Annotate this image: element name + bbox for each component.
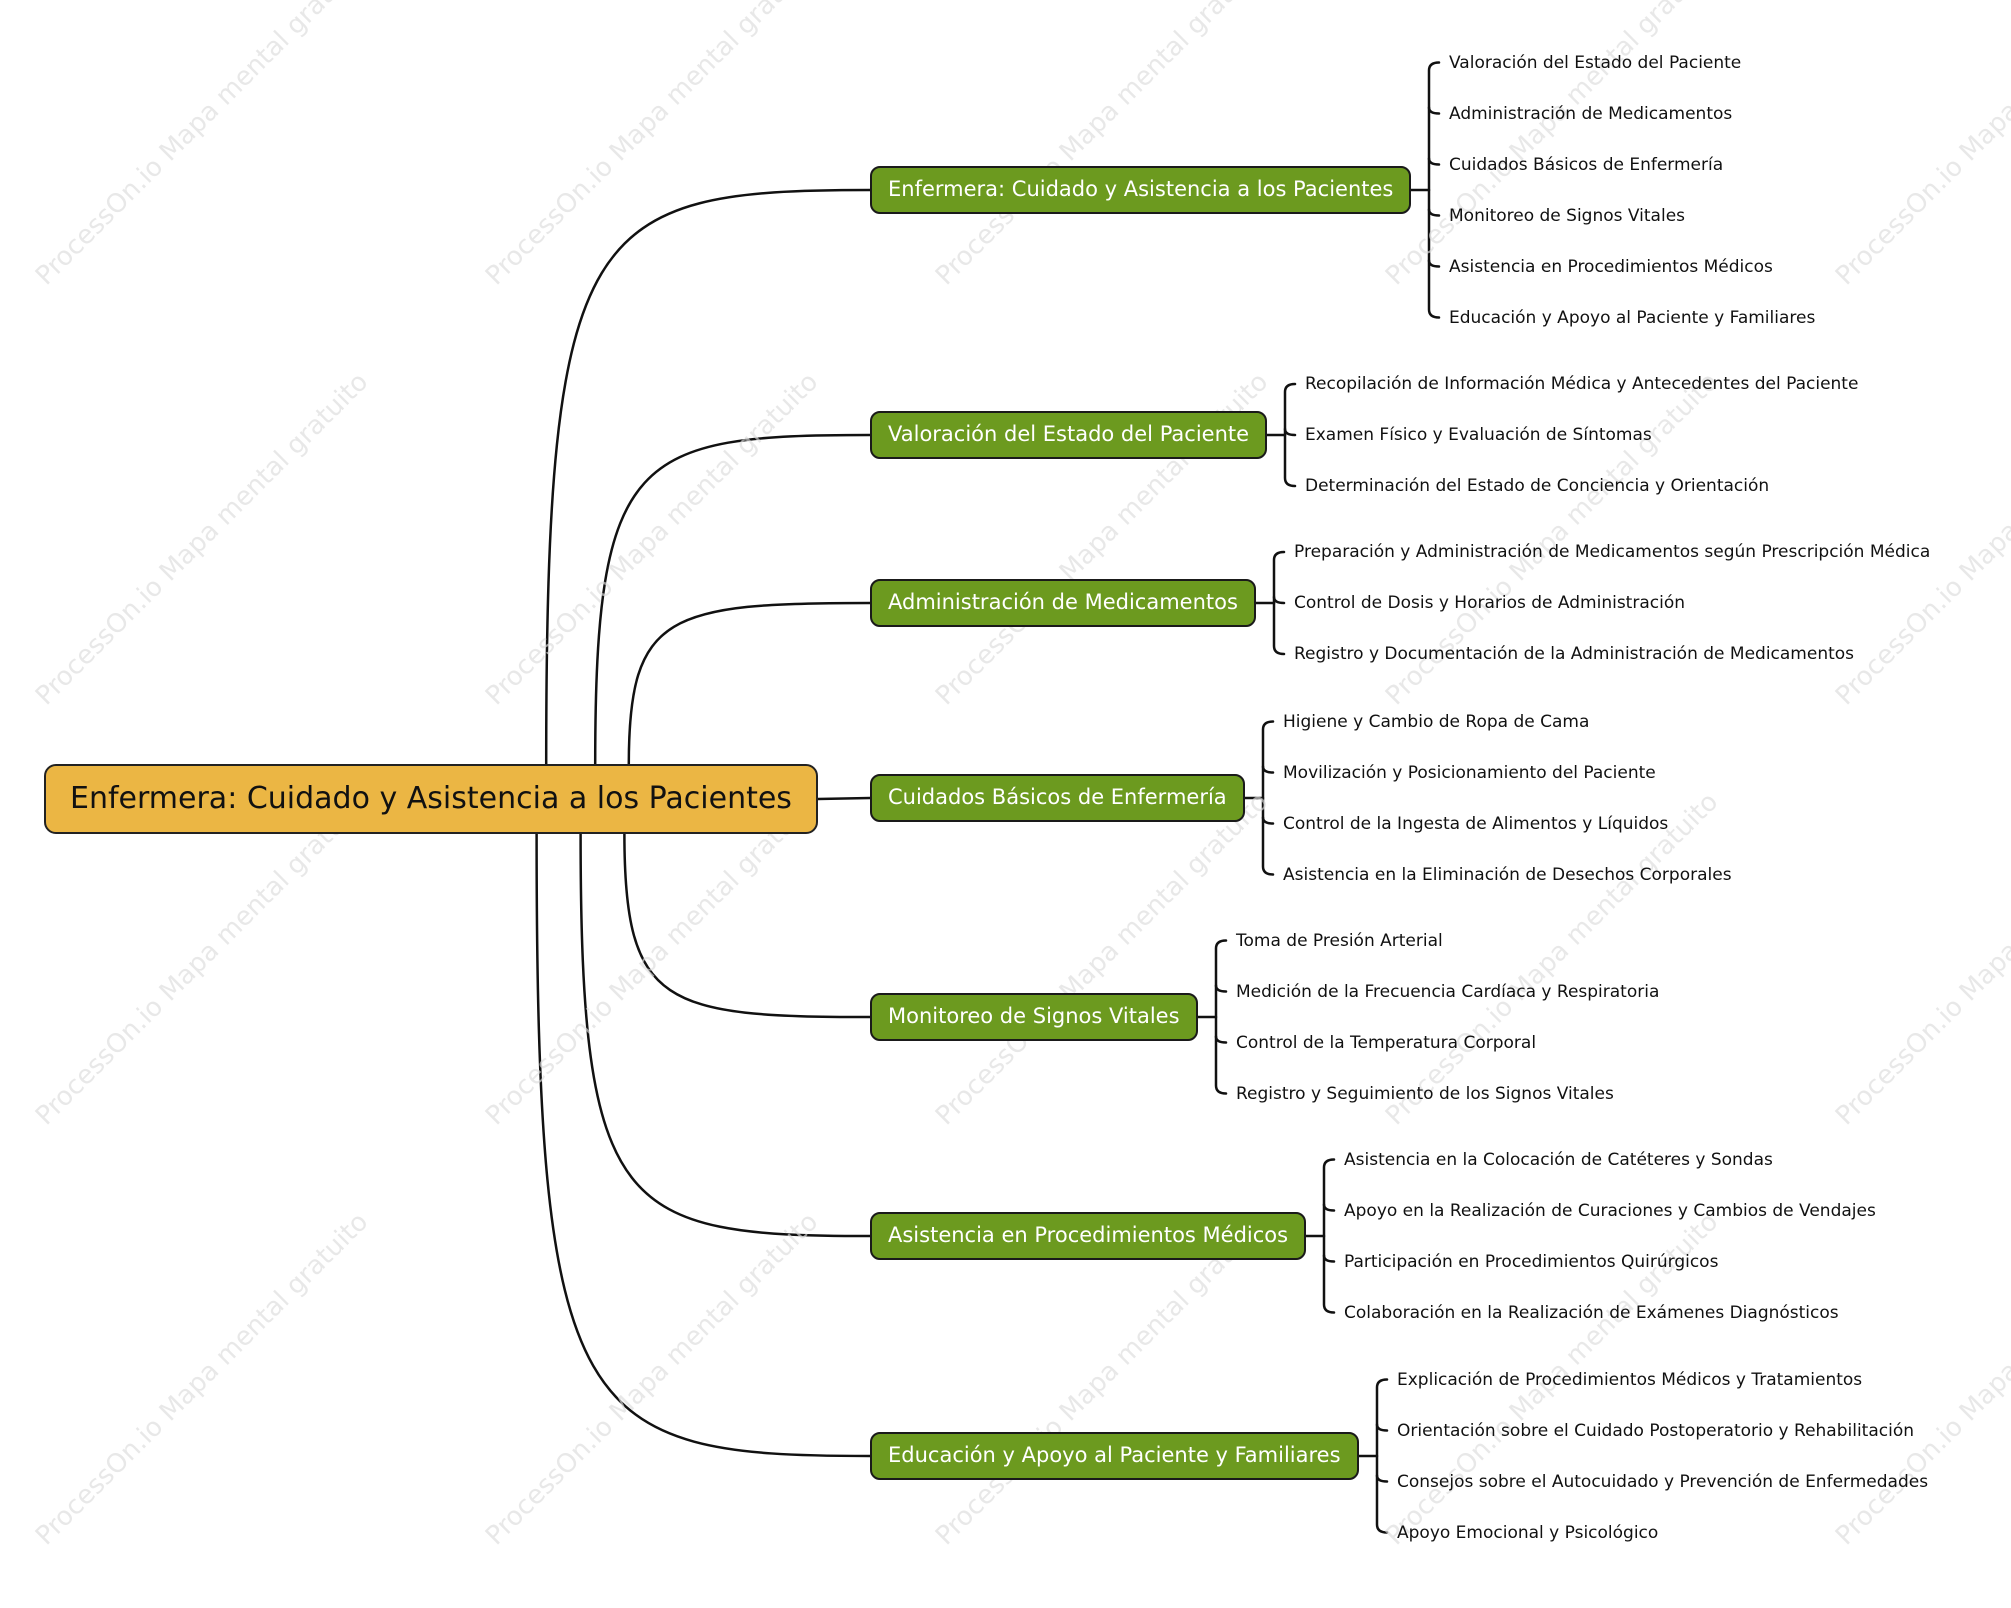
leaf-bracket-line [1375, 1378, 1389, 1534]
leaf-bracket-line [1272, 550, 1286, 656]
leaf-topic[interactable]: Educación y Apoyo al Paciente y Familiar… [1449, 307, 1816, 328]
root-connector-line [816, 796, 872, 801]
leaf-tick-line [1375, 1474, 1389, 1483]
leaf-topic[interactable]: Orientación sobre el Cuidado Postoperato… [1397, 1420, 1915, 1441]
leaf-tick-line [1261, 816, 1275, 825]
leaf-topic[interactable]: Toma de Presión Arterial [1236, 930, 1443, 951]
leaf-tick-line [1272, 595, 1286, 605]
leaf-bracket-line [1322, 1158, 1336, 1314]
leaf-topic[interactable]: Movilización y Posicionamiento del Pacie… [1283, 762, 1656, 783]
leaf-topic[interactable]: Administración de Medicamentos [1449, 103, 1733, 124]
leaf-tick-line [1427, 208, 1441, 217]
leaf-topic[interactable]: Monitoreo de Signos Vitales [1449, 205, 1686, 226]
branch-node[interactable]: Educación y Apoyo al Paciente y Familiar… [870, 1432, 1359, 1480]
root-connector-line [627, 601, 872, 766]
branch-node[interactable]: Cuidados Básicos de Enfermería [870, 774, 1245, 822]
leaf-tick-line [1375, 1423, 1389, 1432]
root-connector-line [593, 433, 872, 766]
leaf-tick-line [1214, 984, 1228, 993]
leaf-bracket-line [1427, 61, 1441, 319]
leaf-topic[interactable]: Control de Dosis y Horarios de Administr… [1294, 593, 1685, 613]
leaf-bracket-line [1261, 720, 1275, 876]
leaf-topic[interactable]: Registro y Seguimiento de los Signos Vit… [1236, 1083, 1614, 1104]
leaf-tick-line [1261, 765, 1275, 774]
root-node[interactable]: Enfermera: Cuidado y Asistencia a los Pa… [44, 764, 818, 834]
root-connector-line [623, 832, 872, 1019]
leaf-topic[interactable]: Preparación y Administración de Medicame… [1294, 542, 1931, 562]
leaf-topic[interactable]: Asistencia en Procedimientos Médicos [1449, 256, 1773, 277]
leaf-topic[interactable]: Explicación de Procedimientos Médicos y … [1397, 1369, 1863, 1390]
branch-node[interactable]: Enfermera: Cuidado y Asistencia a los Pa… [870, 166, 1412, 214]
leaf-tick-line [1322, 1203, 1336, 1212]
leaf-topic[interactable]: Recopilación de Información Médica y Ant… [1305, 374, 1859, 394]
leaf-topic[interactable]: Valoración del Estado del Paciente [1449, 52, 1742, 73]
leaf-topic[interactable]: Apoyo Emocional y Psicológico [1397, 1522, 1659, 1543]
leaf-bracket-line [1214, 939, 1228, 1095]
leaf-topic[interactable]: Colaboración en la Realización de Exámen… [1344, 1302, 1839, 1323]
leaf-tick-line [1427, 106, 1441, 115]
branch-node[interactable]: Administración de Medicamentos [870, 579, 1256, 627]
branch-node[interactable]: Valoración del Estado del Paciente [870, 411, 1268, 459]
leaf-topic[interactable]: Control de la Temperatura Corporal [1236, 1032, 1537, 1053]
leaf-topic[interactable]: Determinación del Estado de Conciencia y… [1305, 476, 1770, 496]
leaf-topic[interactable]: Asistencia en la Eliminación de Desechos… [1283, 864, 1732, 885]
leaf-topic[interactable]: Medición de la Frecuencia Cardíaca y Res… [1236, 981, 1660, 1002]
leaf-tick-line [1427, 259, 1441, 268]
root-connector-line [579, 832, 872, 1238]
leaf-topic[interactable]: Participación en Procedimientos Quirúrgi… [1344, 1251, 1719, 1272]
leaf-topic[interactable]: Examen Físico y Evaluación de Síntomas [1305, 425, 1652, 445]
leaf-topic[interactable]: Asistencia en la Colocación de Catéteres… [1344, 1149, 1773, 1170]
leaf-topic[interactable]: Consejos sobre el Autocuidado y Prevenci… [1397, 1471, 1929, 1492]
branch-node[interactable]: Monitoreo de Signos Vitales [870, 993, 1198, 1041]
leaf-topic[interactable]: Control de la Ingesta de Alimentos y Líq… [1283, 813, 1669, 834]
leaf-topic[interactable]: Registro y Documentación de la Administr… [1294, 644, 1855, 664]
root-connector-line [535, 832, 872, 1458]
leaf-bracket-line [1283, 382, 1297, 488]
root-connector-line [544, 188, 872, 766]
leaf-topic[interactable]: Higiene y Cambio de Ropa de Cama [1283, 711, 1590, 732]
leaf-topic[interactable]: Cuidados Básicos de Enfermería [1449, 154, 1724, 175]
leaf-tick-line [1214, 1035, 1228, 1044]
leaf-topic[interactable]: Apoyo en la Realización de Curaciones y … [1344, 1200, 1876, 1221]
branch-node[interactable]: Asistencia en Procedimientos Médicos [870, 1212, 1307, 1260]
leaf-tick-line [1283, 427, 1297, 437]
leaf-tick-line [1427, 157, 1441, 166]
leaf-tick-line [1322, 1254, 1336, 1263]
